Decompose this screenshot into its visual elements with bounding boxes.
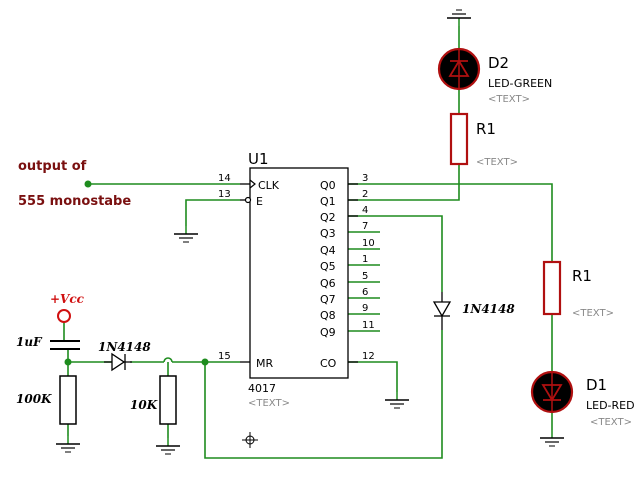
diode-left[interactable]: 1N4148 bbox=[98, 340, 151, 372]
ground-icon bbox=[155, 437, 181, 455]
u1-pin-name: Q3 bbox=[320, 227, 336, 240]
u1-pin-name: Q7 bbox=[320, 293, 336, 306]
u1-pin-num: 4 bbox=[362, 205, 368, 216]
u1-ref: U1 bbox=[248, 150, 269, 168]
resistor-100k-value: 100K bbox=[16, 392, 52, 406]
u1-pin-name: Q6 bbox=[320, 277, 336, 290]
d1-value: LED-RED bbox=[586, 399, 635, 412]
resistor-icon bbox=[59, 375, 77, 425]
input-note-line1: output of bbox=[18, 159, 87, 174]
r1-top-ref: R1 bbox=[476, 120, 496, 138]
resistor-100k[interactable]: 100K bbox=[16, 375, 77, 425]
resistor-r1-right[interactable]: R1 <TEXT> bbox=[542, 260, 614, 319]
diode-mid-value: 1N4148 bbox=[462, 302, 515, 316]
u1-pin-name: CLK bbox=[258, 179, 280, 192]
u1-pin-name: Q0 bbox=[320, 179, 336, 192]
u1-pin-num: 6 bbox=[362, 287, 368, 298]
d2-ref: D2 bbox=[488, 54, 509, 72]
u1-pin-num: 1 bbox=[362, 254, 368, 265]
diode-icon bbox=[432, 301, 452, 318]
r1-right-ref: R1 bbox=[572, 267, 592, 285]
u1-pin-num: 3 bbox=[362, 173, 368, 184]
junction-dots bbox=[64, 180, 209, 366]
ground-icon bbox=[447, 9, 471, 26]
d2-placeholder: <TEXT> bbox=[488, 94, 530, 105]
capacitor-value: 1uF bbox=[16, 335, 43, 349]
u1-pin-name: Q5 bbox=[320, 260, 336, 273]
led-d2[interactable]: D2 LED-GREEN <TEXT> bbox=[437, 47, 552, 105]
ground-icon bbox=[384, 391, 410, 409]
u1-pin-num: 7 bbox=[362, 221, 368, 232]
u1-pin-num: 13 bbox=[218, 189, 231, 200]
u1-ic[interactable]: U1 4017 <TEXT> 14 CLK 13 E 15 MR Q0 3 Q1… bbox=[218, 150, 375, 409]
ground-icon bbox=[173, 225, 199, 243]
origin-crosshair-icon bbox=[242, 432, 258, 448]
resistor-icon bbox=[449, 112, 469, 166]
u1-pin-name: E bbox=[256, 195, 263, 208]
resistor-r1-top[interactable]: R1 <TEXT> bbox=[449, 112, 518, 168]
u1-pin-num: 5 bbox=[362, 271, 368, 282]
u1-pin-name: MR bbox=[256, 357, 273, 370]
resistor-10k[interactable]: 10K bbox=[130, 375, 177, 425]
u1-placeholder: <TEXT> bbox=[248, 398, 290, 409]
diode-left-value: 1N4148 bbox=[98, 340, 151, 354]
u1-pin-num: 11 bbox=[362, 320, 375, 331]
u1-pin-name: CO bbox=[320, 357, 337, 370]
ground-icon bbox=[539, 429, 565, 447]
u1-pin-num: 10 bbox=[362, 238, 375, 249]
diode-mid[interactable]: 1N4148 bbox=[432, 292, 515, 330]
u1-pin-num: 14 bbox=[218, 173, 231, 184]
resistor-10k-value: 10K bbox=[130, 398, 158, 412]
u1-pin-name: Q9 bbox=[320, 326, 336, 339]
u1-pin-name: Q1 bbox=[320, 195, 336, 208]
r1-top-placeholder: <TEXT> bbox=[476, 157, 518, 168]
wire-crossover bbox=[163, 357, 173, 363]
wires bbox=[63, 26, 553, 459]
u1-body bbox=[249, 167, 349, 379]
u1-value: 4017 bbox=[248, 382, 276, 395]
d2-value: LED-GREEN bbox=[488, 77, 552, 90]
resistor-icon bbox=[542, 260, 562, 316]
u1-pin-name: Q4 bbox=[320, 244, 336, 257]
u1-pin-num: 2 bbox=[362, 189, 368, 200]
resistor-icon bbox=[159, 375, 177, 425]
vcc-label: +Vcc bbox=[50, 292, 85, 306]
diode-icon bbox=[111, 352, 126, 372]
u1-pin-name: Q8 bbox=[320, 309, 336, 322]
led-d1[interactable]: D1 LED-RED <TEXT> bbox=[530, 370, 635, 428]
d1-ref: D1 bbox=[586, 376, 607, 394]
u1-pin-num: 12 bbox=[362, 351, 375, 362]
vcc-icon bbox=[57, 309, 71, 323]
d1-placeholder: <TEXT> bbox=[590, 417, 632, 428]
inversion-bubble bbox=[244, 196, 252, 204]
input-note-line2: 555 monostabe bbox=[18, 194, 131, 209]
r1-right-placeholder: <TEXT> bbox=[572, 308, 614, 319]
clock-marker bbox=[249, 179, 256, 189]
u1-pin-name: Q2 bbox=[320, 211, 336, 224]
u1-pin-num: 15 bbox=[218, 351, 231, 362]
u1-pin-num: 9 bbox=[362, 303, 368, 314]
ground-icon bbox=[55, 435, 81, 453]
capacitor-1uf[interactable]: 1uF bbox=[16, 335, 80, 350]
vcc-terminal[interactable]: +Vcc bbox=[50, 292, 85, 323]
